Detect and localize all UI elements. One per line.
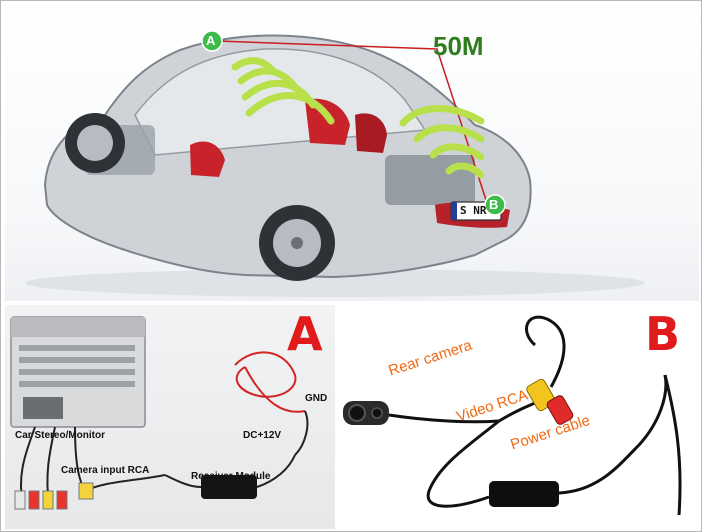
car-illustration	[25, 30, 645, 297]
signal-waves-a	[231, 57, 335, 125]
label-receiver-module: Receiver Module	[191, 471, 271, 482]
marker-b	[484, 194, 506, 216]
panel-a-letter: A	[287, 307, 323, 361]
panel-b-transmitter: B Rear camera Video RCA Power cable	[339, 305, 699, 529]
label-camera-input-rca: Camera input RCA	[61, 465, 150, 476]
label-dc-12v: DC+12V	[243, 430, 282, 441]
marker-b-label: B	[489, 197, 499, 212]
distance-label: 50M	[433, 31, 484, 61]
receiver-illustration	[10, 316, 309, 510]
label-gnd: GND	[305, 393, 328, 404]
rear-camera	[343, 401, 389, 425]
rca-plugs	[14, 490, 68, 510]
receiver-module	[201, 475, 257, 499]
transmitter-illustration	[343, 315, 682, 516]
panel-a-receiver: A GND Car Stereo/Monitor DC+12V Camera i…	[5, 305, 335, 529]
plate-text: S NR	[460, 204, 487, 217]
car-diagram-panel: A B S NR 50M	[5, 5, 699, 301]
panel-b-letter: B	[645, 307, 681, 361]
label-car-stereo: Car Stereo/Monitor	[15, 430, 106, 441]
signal-waves-b	[399, 105, 485, 179]
marker-a-label: A	[206, 33, 216, 48]
marker-a	[201, 30, 223, 52]
transmitter-module	[489, 481, 559, 507]
